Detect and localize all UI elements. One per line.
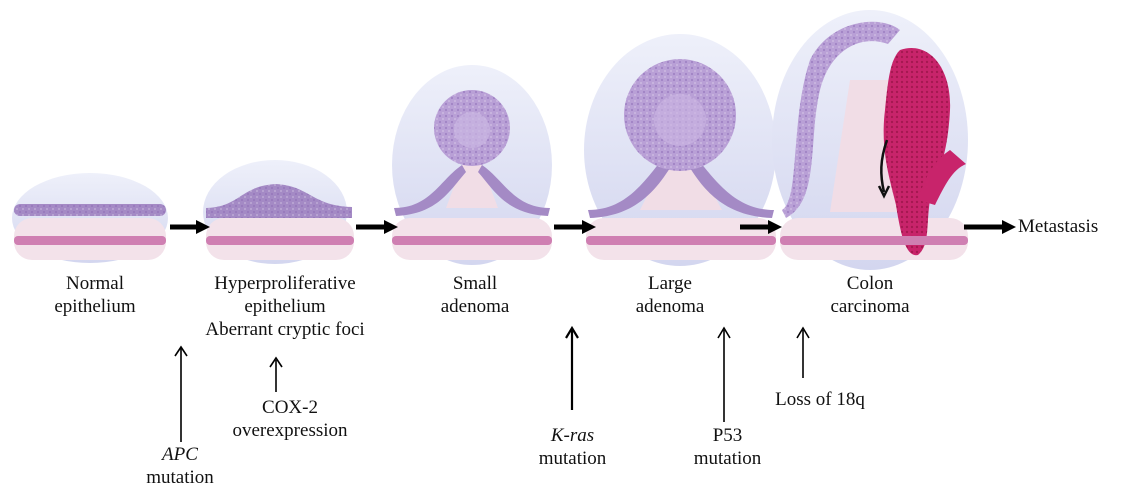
stage-large-adenoma-tissue <box>584 34 776 266</box>
event-label-apc: APC mutation <box>130 443 230 489</box>
stage-label-small-adenoma: Small adenoma <box>420 272 530 318</box>
event-label-p53: P53 mutation <box>680 424 775 470</box>
stage-small-adenoma-tissue <box>392 65 552 265</box>
stage-label-colon-carcinoma: Colon carcinoma <box>810 272 930 318</box>
event-label-kras: K-ras mutation <box>525 424 620 470</box>
stage-normal-tissue <box>12 173 168 263</box>
stage-label-hyperproliferative: Hyperproliferative epithelium Aberrant c… <box>190 272 380 341</box>
event-label-loss-18q: Loss of 18q <box>755 388 885 411</box>
stage-hyperproliferative-tissue <box>203 160 354 264</box>
stage-label-large-adenoma: Large adenoma <box>615 272 725 318</box>
metastasis-label: Metastasis <box>1018 215 1098 238</box>
stage-carcinoma-tissue <box>772 10 968 270</box>
event-label-cox2: COX-2 overexpression <box>220 396 360 442</box>
stage-label-normal: Normal epithelium <box>40 272 150 318</box>
